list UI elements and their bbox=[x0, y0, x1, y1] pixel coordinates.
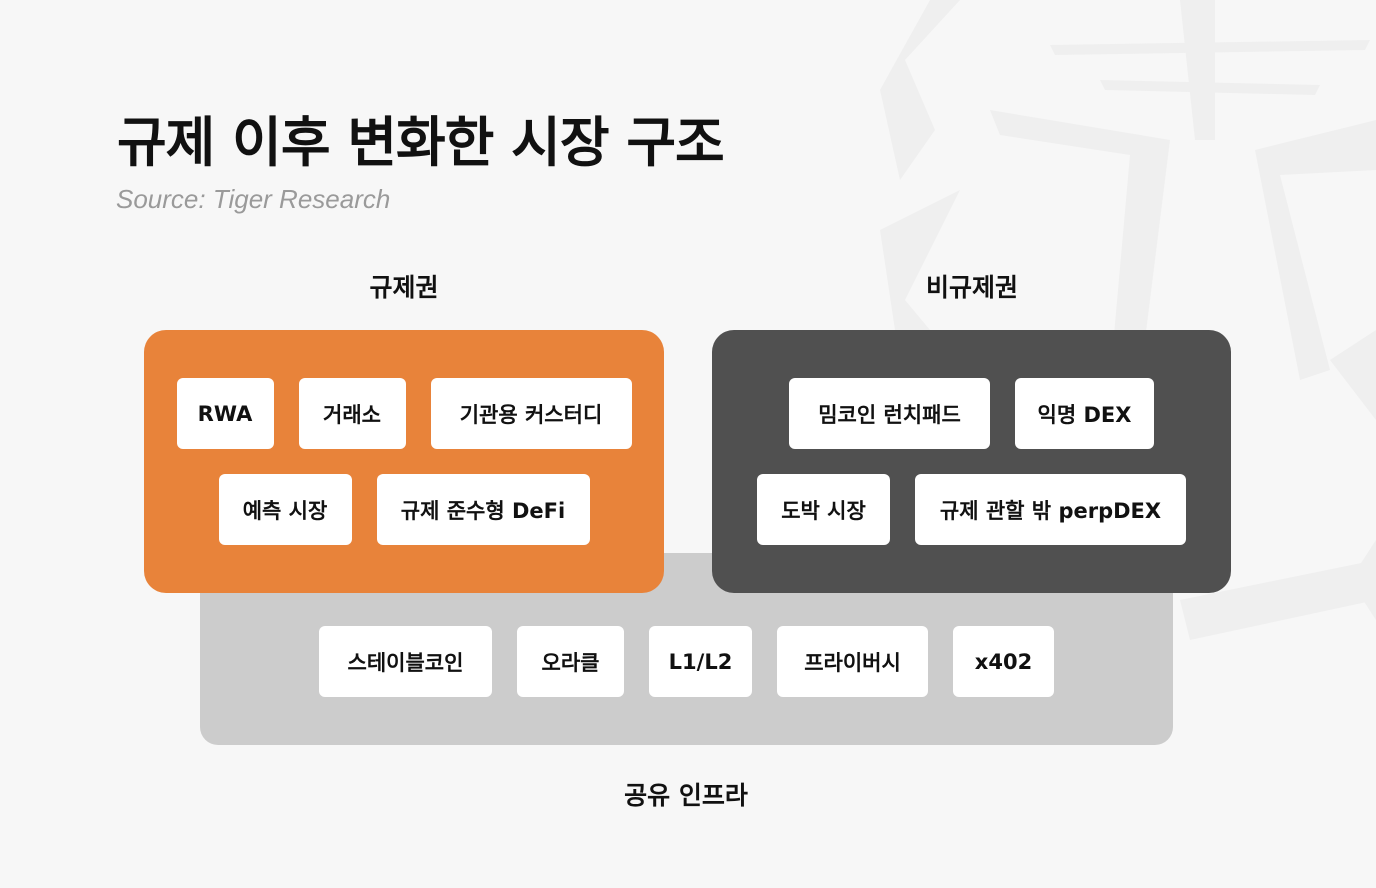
chip-rwa: RWA bbox=[176, 378, 274, 449]
chip-anonymous-dex: 익명 DEX bbox=[1015, 378, 1154, 449]
regulated-box: RWA 거래소 기관용 커스터디 예측 시장 규제 준수형 DeFi bbox=[144, 330, 664, 593]
chip-institutional-custody: 기관용 커스터디 bbox=[430, 378, 632, 449]
chip-exchange: 거래소 bbox=[298, 378, 406, 449]
chip-compliant-defi: 규제 준수형 DeFi bbox=[376, 474, 590, 545]
regulated-row-1: RWA 거래소 기관용 커스터디 bbox=[144, 378, 664, 449]
chip-oracle: 오라클 bbox=[517, 626, 624, 697]
unregulated-row-1: 밈코인 런치패드 익명 DEX bbox=[712, 378, 1231, 449]
unregulated-label: 비규제권 bbox=[925, 273, 1019, 302]
source-caption: Source: Tiger Research bbox=[116, 184, 391, 214]
unregulated-box: 밈코인 런치패드 익명 DEX 도박 시장 규제 관할 밖 perpDEX bbox=[712, 330, 1231, 593]
chip-gambling-market: 도박 시장 bbox=[757, 474, 890, 545]
chip-x402: x402 bbox=[953, 626, 1054, 697]
chip-memecoin-launchpad: 밈코인 런치패드 bbox=[789, 378, 990, 449]
unregulated-row-2: 도박 시장 규제 관할 밖 perpDEX bbox=[712, 474, 1231, 545]
chip-offshore-perpdex: 규제 관할 밖 perpDEX bbox=[915, 474, 1186, 545]
page-title: 규제 이후 변화한 시장 구조 bbox=[117, 111, 725, 174]
shared-infra-row: 스테이블코인 오라클 L1/L2 프라이버시 x402 bbox=[200, 626, 1173, 697]
chip-prediction-market: 예측 시장 bbox=[218, 474, 352, 545]
regulated-row-2: 예측 시장 규제 준수형 DeFi bbox=[144, 474, 664, 545]
chip-privacy: 프라이버시 bbox=[777, 626, 928, 697]
chip-stablecoin: 스테이블코인 bbox=[319, 626, 492, 697]
shared-infra-label: 공유 인프라 bbox=[624, 781, 748, 810]
chip-l1-l2: L1/L2 bbox=[649, 626, 752, 697]
regulated-label: 규제권 bbox=[369, 273, 439, 302]
